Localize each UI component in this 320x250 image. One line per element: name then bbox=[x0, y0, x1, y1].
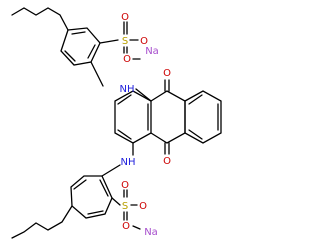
atom-o-bottom-right: O bbox=[139, 201, 147, 212]
bottom-butyl-chain bbox=[11, 205, 73, 239]
atom-o-carbonyl-top: O bbox=[163, 68, 171, 79]
atom-o-bottom-up: O bbox=[121, 180, 129, 191]
top-amine-bond-left bbox=[90, 61, 104, 87]
bottom-benzene-ring bbox=[70, 175, 113, 219]
top-sulfonate-bond bbox=[99, 39, 119, 44]
anthraquinone-left-ring bbox=[114, 90, 152, 144]
atom-na-bottom: Na bbox=[144, 227, 158, 238]
atom-s-bottom: S bbox=[122, 201, 128, 212]
top-butyl-chain bbox=[11, 7, 69, 31]
atom-labels: S O O O Na NH O O NH S O O O Na bbox=[120, 12, 172, 238]
bonds bbox=[11, 7, 222, 239]
anthraquinone-central-ring bbox=[150, 90, 186, 144]
molecular-structure-diagram: S O O O Na NH O O NH S O O O Na bbox=[11, 7, 222, 239]
atom-o-bottom-down: O bbox=[122, 221, 130, 232]
bottom-sulfonate-bond bbox=[111, 197, 121, 206]
atom-o-top-down: O bbox=[123, 54, 131, 65]
atom-o-top-right: O bbox=[140, 36, 148, 47]
atom-na-top: Na bbox=[145, 46, 159, 57]
atom-s-top: S bbox=[122, 36, 128, 47]
anthraquinone-right-ring bbox=[184, 90, 222, 144]
atom-nh-top: NH bbox=[120, 84, 135, 95]
atom-nh-bottom: NH bbox=[121, 157, 136, 168]
bottom-amine-bond-left bbox=[101, 164, 121, 177]
atom-o-top-up: O bbox=[121, 12, 129, 23]
atom-o-carbonyl-bottom: O bbox=[163, 156, 171, 167]
